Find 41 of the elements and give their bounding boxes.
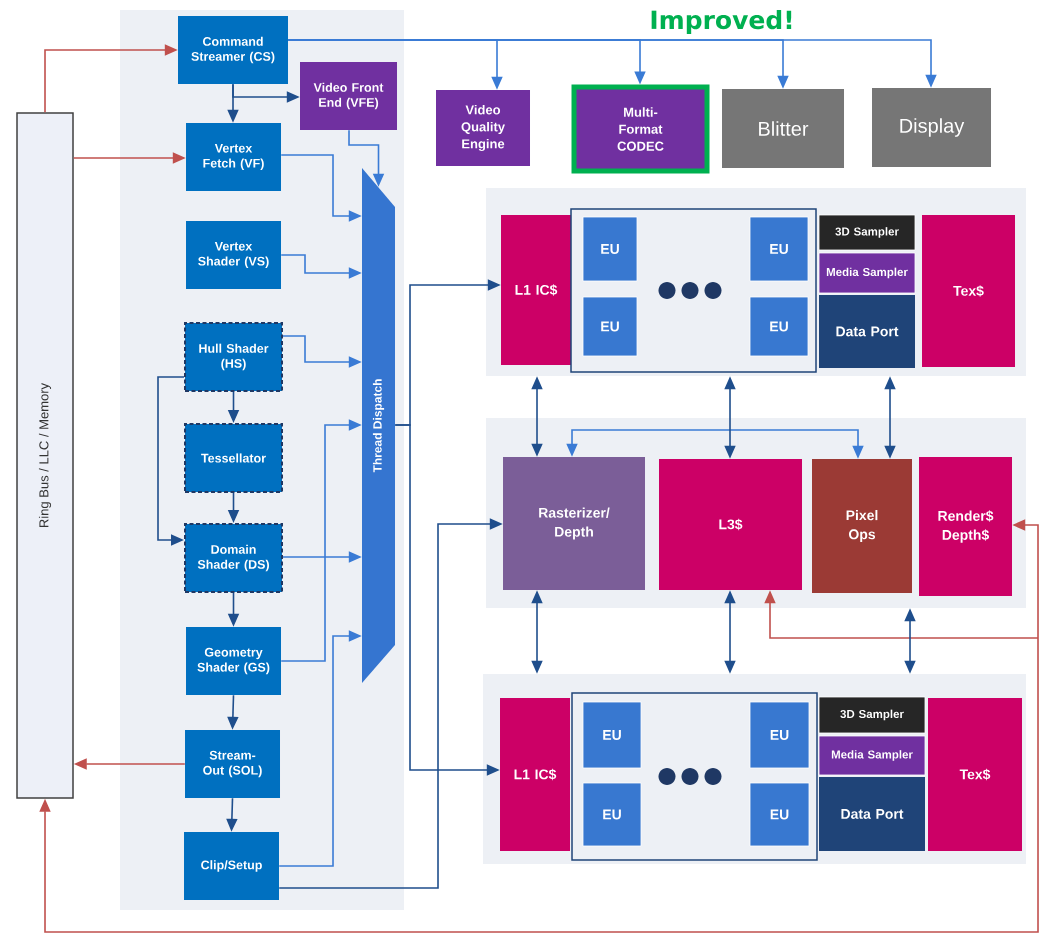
unit-box: Tex$	[922, 215, 1015, 367]
stage-box: Stream-Out (SOL)	[185, 730, 280, 798]
eu-box: EU	[749, 296, 809, 357]
stage-box: Domain Shader (DS)	[184, 523, 283, 593]
sampler-box: Media Sampler	[818, 735, 926, 776]
arrow	[157, 376, 185, 546]
eu-box: EU	[582, 296, 638, 357]
unit-box: Pixel Ops	[812, 459, 912, 593]
eu-box: EU	[749, 782, 810, 847]
stage-box: Tessellator	[184, 423, 283, 493]
engine-box: Blitter	[722, 89, 844, 168]
arrow	[39, 637, 1039, 933]
unit-box: Tex$	[928, 698, 1022, 851]
unit-box: Data Port	[819, 777, 925, 851]
unit-box: L1 IC$	[500, 698, 570, 851]
eu-box: EU	[749, 216, 809, 282]
sampler-box: 3D Sampler	[818, 214, 916, 251]
stage-box: Clip/Setup	[184, 832, 279, 900]
stage-box: Video Front End (VFE)	[300, 62, 397, 130]
sampler-box: 3D Sampler	[818, 696, 926, 734]
eu-box: EU	[582, 782, 642, 847]
engine-box: Video Quality Engine	[436, 90, 530, 166]
unit-box: L3$	[659, 459, 802, 590]
highlight-label: Improved!	[651, 9, 792, 35]
eu-box: EU	[582, 216, 638, 282]
stage-box: Command Streamer (CS)	[178, 16, 288, 84]
unit-box: Render$ Depth$	[919, 457, 1012, 596]
ring-bus-box: Ring Bus / LLC / Memory	[16, 112, 74, 799]
engine-box: Display	[872, 88, 991, 167]
unit-box: L1 IC$	[501, 215, 571, 365]
engine-box: Multi-Format CODEC	[571, 84, 710, 174]
stage-box: Geometry Shader (GS)	[186, 627, 281, 695]
eu-box: EU	[749, 701, 810, 769]
stage-box: Vertex Fetch (VF)	[186, 123, 281, 191]
thread-dispatch-bar: Thread Dispatch	[362, 168, 395, 683]
eu-box: EU	[582, 701, 642, 769]
sampler-box: Media Sampler	[818, 252, 916, 294]
stage-box: Hull Shader (HS)	[184, 322, 283, 392]
unit-box: Rasterizer/ Depth	[503, 457, 645, 590]
unit-box: Data Port	[819, 295, 915, 368]
stage-box: Vertex Shader (VS)	[186, 221, 281, 289]
